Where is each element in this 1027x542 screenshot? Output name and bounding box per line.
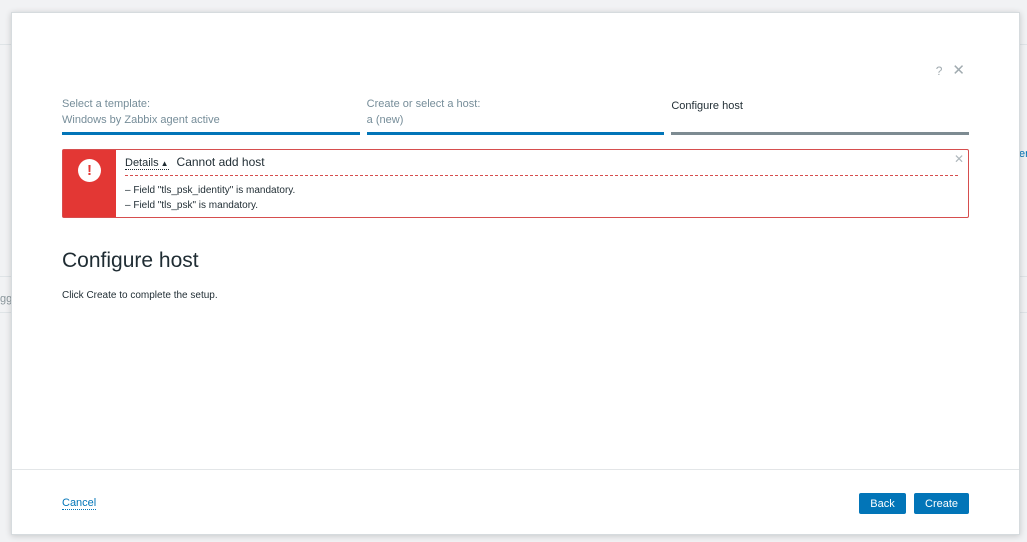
dialog-controls: ? ✕ bbox=[935, 62, 965, 79]
wizard-steps: Select a template: Windows by Zabbix age… bbox=[62, 97, 970, 135]
step-value: Configure host bbox=[671, 100, 743, 112]
step-select-host: Create or select a host: a (new) bbox=[366, 97, 665, 135]
alert-message: Field "tls_psk_identity" is mandatory. bbox=[125, 183, 958, 198]
alert-close-icon[interactable]: ✕ bbox=[953, 152, 964, 166]
error-alert: ! Details▲ Cannot add host Field "tls_ps… bbox=[62, 149, 969, 218]
alert-message: Field "tls_psk" is mandatory. bbox=[125, 198, 958, 213]
details-label: Details bbox=[125, 157, 159, 169]
help-icon[interactable]: ? bbox=[935, 64, 943, 78]
dialog-footer: Cancel Back Create bbox=[12, 469, 1019, 535]
step-value: Windows by Zabbix agent active bbox=[62, 114, 220, 126]
alert-body: Details▲ Cannot add host Field "tls_psk_… bbox=[116, 150, 968, 217]
page-title: Configure host bbox=[62, 249, 199, 272]
error-icon: ! bbox=[78, 159, 101, 182]
step-label: Create or select a host: bbox=[366, 98, 481, 110]
page-description: Click Create to complete the setup. bbox=[62, 290, 218, 301]
cancel-link[interactable]: Cancel bbox=[62, 497, 97, 510]
background-link-fragment: er bbox=[1019, 148, 1027, 160]
step-value: a (new) bbox=[366, 114, 404, 126]
step-select-template: Select a template: Windows by Zabbix age… bbox=[62, 97, 360, 135]
create-button[interactable]: Create bbox=[914, 493, 969, 514]
details-toggle[interactable]: Details▲ bbox=[125, 157, 169, 170]
host-wizard-dialog: ? ✕ Select a template: Windows by Zabbix… bbox=[11, 12, 1020, 535]
alert-icon-column: ! bbox=[63, 150, 116, 217]
close-icon[interactable]: ✕ bbox=[952, 62, 965, 79]
alert-header: Details▲ Cannot add host bbox=[125, 155, 958, 176]
alert-title: Cannot add host bbox=[176, 155, 265, 169]
back-button[interactable]: Back bbox=[859, 493, 906, 514]
step-label: Select a template: bbox=[62, 98, 151, 110]
arrow-up-icon: ▲ bbox=[160, 159, 169, 168]
background-text-fragment: gg bbox=[0, 293, 13, 305]
alert-messages: Field "tls_psk_identity" is mandatory. F… bbox=[125, 183, 958, 213]
step-configure-host: Configure host bbox=[671, 97, 970, 135]
